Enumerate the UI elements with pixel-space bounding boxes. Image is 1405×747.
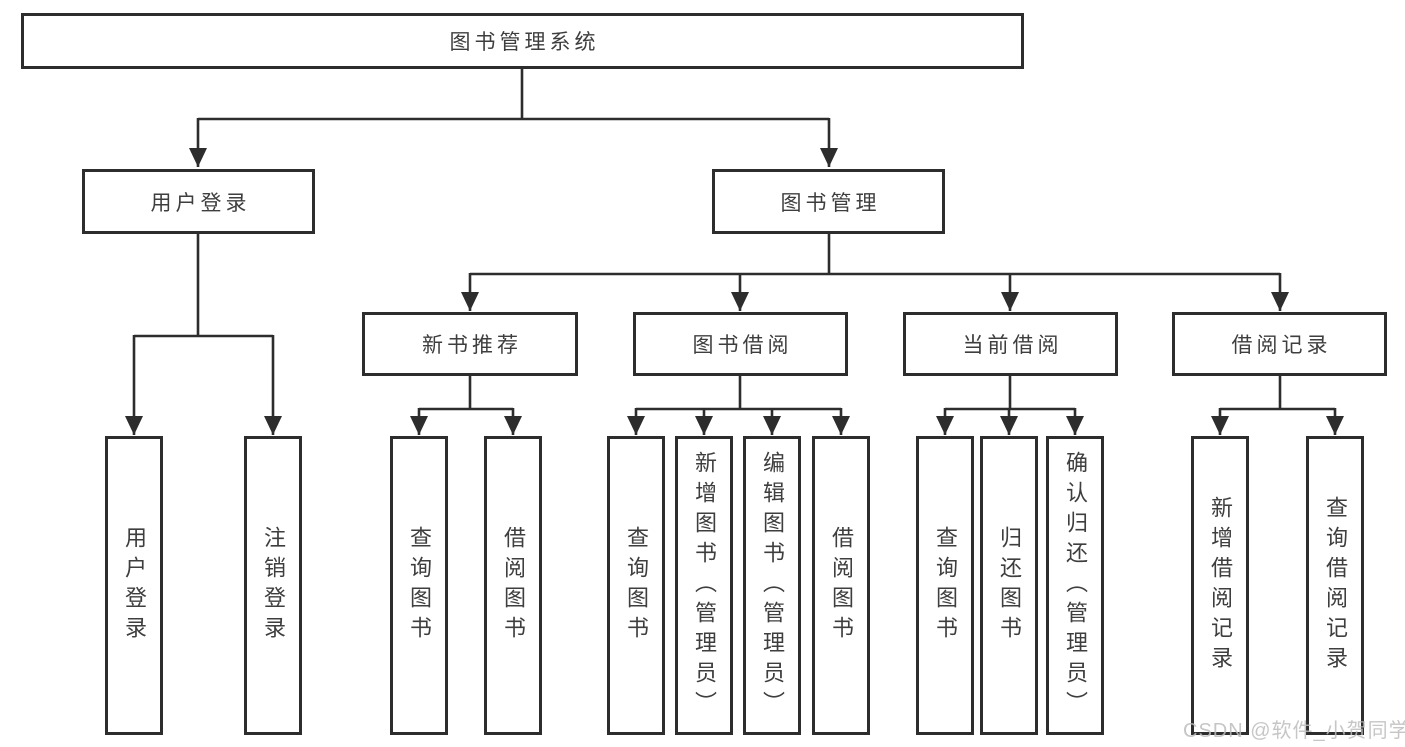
node-borrow-records-label: 借阅记录 — [1231, 334, 1332, 357]
leaf-borrow-books-2-label: 借阅图书 — [829, 525, 854, 646]
leaf-user-login: 用户登录 — [105, 436, 163, 735]
leaf-query-books-1: 查询图书 — [390, 436, 448, 735]
leaf-add-book-admin: 新增图书（管理员） — [675, 436, 733, 735]
leaf-add-borrow-record: 新增借阅记录 — [1191, 436, 1249, 735]
leaf-return-book-label: 归还图书 — [997, 525, 1022, 646]
leaf-edit-book-admin: 编辑图书（管理员） — [743, 436, 801, 735]
node-root-label: 图书管理系统 — [449, 31, 600, 54]
node-current-borrow: 当前借阅 — [903, 312, 1118, 376]
leaf-query-borrow-record: 查询借阅记录 — [1306, 436, 1364, 735]
node-new-book-recommend: 新书推荐 — [362, 312, 578, 376]
leaf-query-books-3-label: 查询图书 — [933, 525, 958, 646]
leaf-query-books-3: 查询图书 — [916, 436, 974, 735]
node-new-book-recommend-label: 新书推荐 — [422, 334, 522, 357]
leaf-borrow-books-1: 借阅图书 — [484, 436, 542, 735]
leaf-borrow-books-1-label: 借阅图书 — [501, 525, 526, 646]
leaf-logout-label: 注销登录 — [261, 525, 286, 646]
leaf-query-books-1-label: 查询图书 — [407, 525, 432, 646]
node-book-management: 图书管理 — [712, 169, 945, 234]
leaf-query-borrow-record-label: 查询借阅记录 — [1323, 495, 1348, 676]
csdn-watermark: CSDN @软件_小贺同学 — [1183, 720, 1405, 742]
node-book-management-label: 图书管理 — [780, 191, 881, 215]
node-user-login-label: 用户登录 — [150, 191, 251, 215]
leaf-add-book-admin-label: 新增图书（管理员） — [692, 450, 717, 721]
leaf-return-book: 归还图书 — [980, 436, 1038, 735]
node-user-login: 用户登录 — [82, 169, 315, 234]
leaf-edit-book-admin-label: 编辑图书（管理员） — [760, 450, 785, 721]
node-book-borrow: 图书借阅 — [633, 312, 848, 376]
leaf-confirm-return-admin-label: 确认归还（管理员） — [1063, 450, 1088, 721]
node-borrow-records: 借阅记录 — [1172, 312, 1387, 376]
node-current-borrow-label: 当前借阅 — [962, 334, 1063, 357]
node-root: 图书管理系统 — [21, 13, 1024, 69]
leaf-query-books-2-label: 查询图书 — [624, 525, 649, 646]
leaf-query-books-2: 查询图书 — [607, 436, 665, 735]
leaf-add-borrow-record-label: 新增借阅记录 — [1208, 495, 1233, 676]
leaf-confirm-return-admin: 确认归还（管理员） — [1046, 436, 1104, 735]
leaf-user-login-label: 用户登录 — [122, 525, 147, 646]
leaf-borrow-books-2: 借阅图书 — [812, 436, 870, 735]
leaf-logout: 注销登录 — [244, 436, 302, 735]
node-book-borrow-label: 图书借阅 — [692, 334, 793, 357]
